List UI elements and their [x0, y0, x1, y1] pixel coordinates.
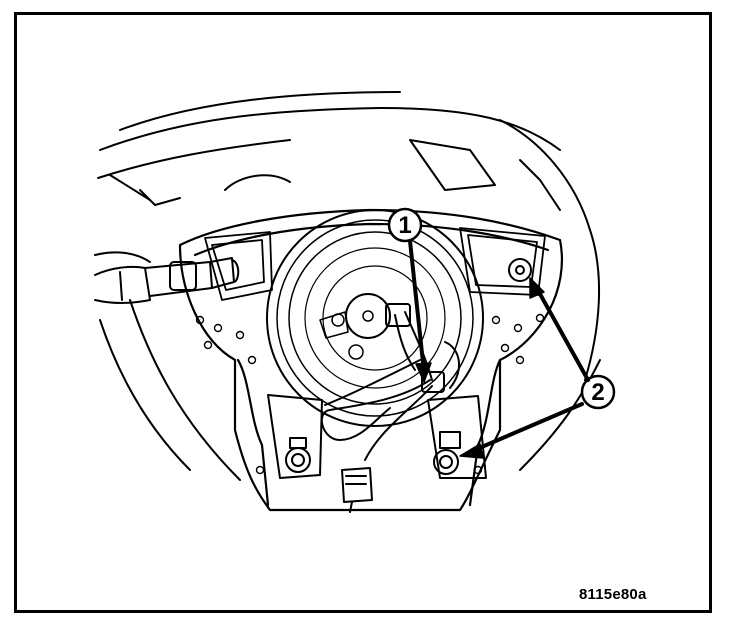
- wheel-hub-housing: [178, 208, 563, 512]
- upper-right-screw: [508, 258, 532, 282]
- callout-1-label: 1: [398, 212, 411, 239]
- lower-right-bracket: [427, 395, 487, 479]
- clockspring: [266, 209, 484, 427]
- figure-id-label: 8115e80a: [579, 586, 647, 603]
- dashboard-background: [97, 91, 601, 481]
- screwdriver-tool: [94, 251, 240, 304]
- left-spoke-cutout: [204, 231, 273, 301]
- lower-left-bracket: [267, 394, 323, 479]
- callout-2-label: 2: [591, 379, 604, 406]
- callout-2: 2: [459, 277, 616, 459]
- wiring-harness: [320, 303, 460, 513]
- figure-frame: [14, 12, 712, 613]
- callout-1: 1: [387, 207, 432, 383]
- mounting-holes: [195, 313, 545, 475]
